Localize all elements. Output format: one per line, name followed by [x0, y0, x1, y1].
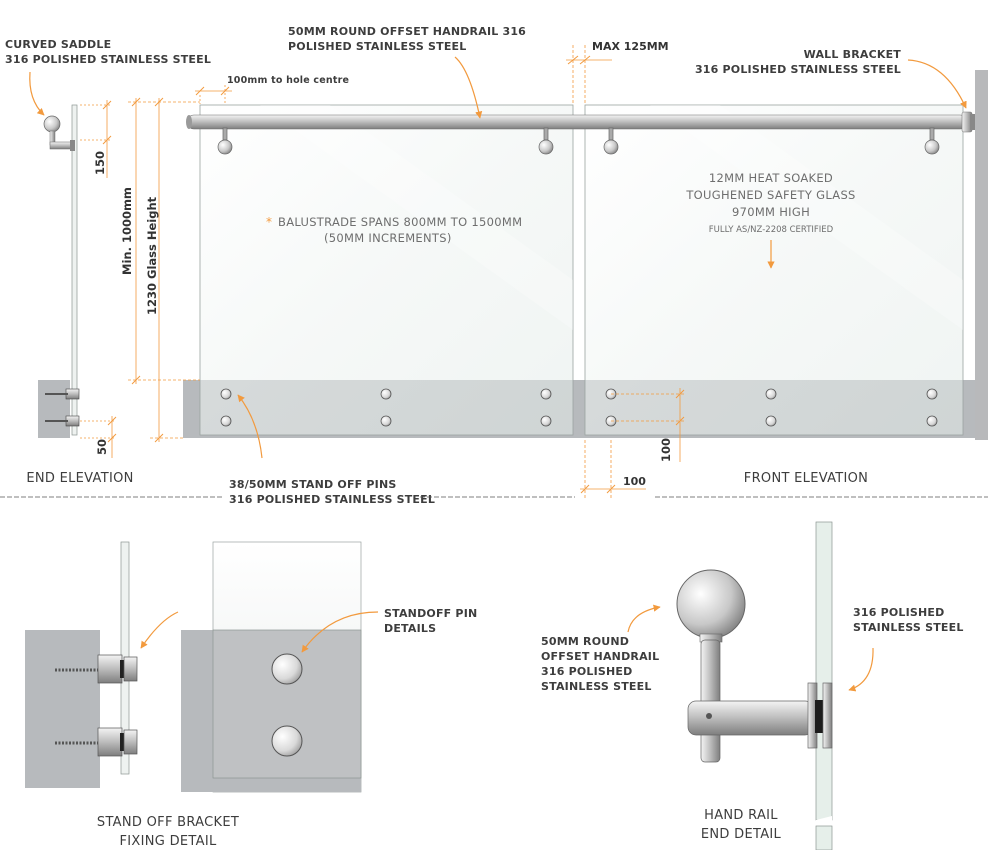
steel-detail-label: 316 POLISHED STAINLESS STEEL: [848, 606, 964, 692]
end-elevation: CURVED SADDLE 316 POLISHED STAINLESS STE…: [5, 38, 211, 486]
handrail-label: 50MM ROUND OFFSET HANDRAIL 316 POLISHED …: [288, 25, 526, 119]
glass-side: [71, 104, 78, 436]
wall-bracket-label: WALL BRACKET 316 POLISHED STAINLESS STEE…: [695, 48, 967, 109]
fixing-bolts: [55, 654, 138, 757]
glass-spec: 12MM HEAT SOAKED TOUGHENED SAFETY GLASS …: [685, 171, 855, 269]
end-elevation-title: END ELEVATION: [26, 471, 133, 486]
spans-asterisk: *: [266, 215, 272, 229]
fixing-title-line-2: FIXING DETAIL: [119, 834, 216, 849]
handrail-end-title-line-1: HAND RAIL: [704, 808, 778, 823]
fixing-block: [25, 630, 100, 788]
end-detail-glass: [815, 521, 833, 821]
dim-100-vertical: 100: [659, 438, 673, 462]
spans-line-2: (50MM INCREMENTS): [324, 231, 452, 245]
glass-spec-line-1: 12MM HEAT SOAKED: [709, 171, 833, 185]
dim-50: 50: [95, 439, 109, 455]
glass-cert: FULLY AS/NZ-2208 CERTIFIED: [709, 225, 834, 235]
handrail-detail-label: 50MM ROUND OFFSET HANDRAIL 316 POLISHED …: [541, 604, 661, 693]
front-elevation: MAX 125MM 100 100 12MM HEAT SOAKED TOUGH…: [183, 25, 988, 506]
glass-spec-line-3: 970MM HIGH: [732, 205, 810, 219]
standoff-pins: [220, 388, 938, 427]
front-elevation-title: FRONT ELEVATION: [744, 471, 868, 486]
standoff-detail-line-1: STANDOFF PIN: [384, 607, 477, 620]
spans-line-1: BALUSTRADE SPANS 800MM TO 1500MM: [278, 215, 522, 229]
handrail-detail-line-1: 50MM ROUND: [541, 635, 629, 648]
standoff-pins-line-1: 38/50MM STAND OFF PINS: [229, 478, 397, 491]
steel-detail-line-1: 316 POLISHED: [853, 606, 944, 619]
handrail-detail-line-2: OFFSET HANDRAIL: [541, 650, 659, 663]
standoff-pins-label: 38/50MM STAND OFF PINS 316 POLISHED STAI…: [229, 394, 435, 506]
handrail-label-line-1: 50MM ROUND OFFSET HANDRAIL 316: [288, 25, 526, 38]
curved-saddle-line-2: 316 POLISHED STAINLESS STEEL: [5, 53, 211, 66]
glass-panel-right: [584, 104, 964, 436]
curved-saddle-line-1: CURVED SADDLE: [5, 38, 111, 51]
standoff-pin-detail: STANDOFF PIN DETAILS: [181, 541, 477, 793]
standoff-detail-line-2: DETAILS: [384, 622, 436, 635]
hole-centre-dimension: 100mm to hole centre: [195, 75, 349, 104]
wall: [975, 70, 988, 440]
spans-note: * BALUSTRADE SPANS 800MM TO 1500MM (50MM…: [266, 215, 522, 245]
handrail-end-title-line-2: END DETAIL: [701, 827, 782, 842]
curved-saddle: [43, 115, 75, 151]
dim-150: 150: [93, 151, 107, 175]
dim-min-height: Min. 1000mm: [120, 187, 134, 275]
handrail-detail-line-4: STAINLESS STEEL: [541, 680, 652, 693]
pin-dimensions: 100 100: [580, 388, 686, 498]
handrail-end-detail: 50MM ROUND OFFSET HANDRAIL 316 POLISHED …: [541, 521, 964, 850]
max-gap-label: MAX 125MM: [592, 40, 669, 53]
gap-dimension: MAX 125MM: [566, 40, 669, 105]
pin-detail-top: [271, 653, 303, 685]
steel-detail-line-2: STAINLESS STEEL: [853, 621, 964, 634]
stand-off-fixing-detail: STAND OFF BRACKET FIXING DETAIL: [25, 541, 239, 849]
wall-bracket-line-2: 316 POLISHED STAINLESS STEEL: [695, 63, 901, 76]
handrail-detail-line-3: 316 POLISHED: [541, 665, 632, 678]
handrail: [186, 114, 968, 130]
handrail-label-line-2: POLISHED STAINLESS STEEL: [288, 40, 466, 53]
dim-glass-height: 1230 Glass Height: [145, 196, 159, 315]
end-detail-rail: [676, 569, 746, 639]
hole-centre-label: 100mm to hole centre: [227, 75, 349, 86]
wall-bracket-line-1: WALL BRACKET: [804, 48, 902, 61]
rail-brackets: [217, 127, 940, 155]
slab-block: [38, 380, 70, 438]
pin-detail-bottom: [271, 725, 303, 757]
dim-100-horizontal: 100: [623, 475, 646, 488]
glass-spec-line-2: TOUGHENED SAFETY GLASS: [685, 188, 855, 202]
standoff-pins-line-2: 316 POLISHED STAINLESS STEEL: [229, 493, 435, 506]
fixing-title-line-1: STAND OFF BRACKET: [97, 815, 239, 830]
glass-panel-left: [199, 104, 574, 436]
